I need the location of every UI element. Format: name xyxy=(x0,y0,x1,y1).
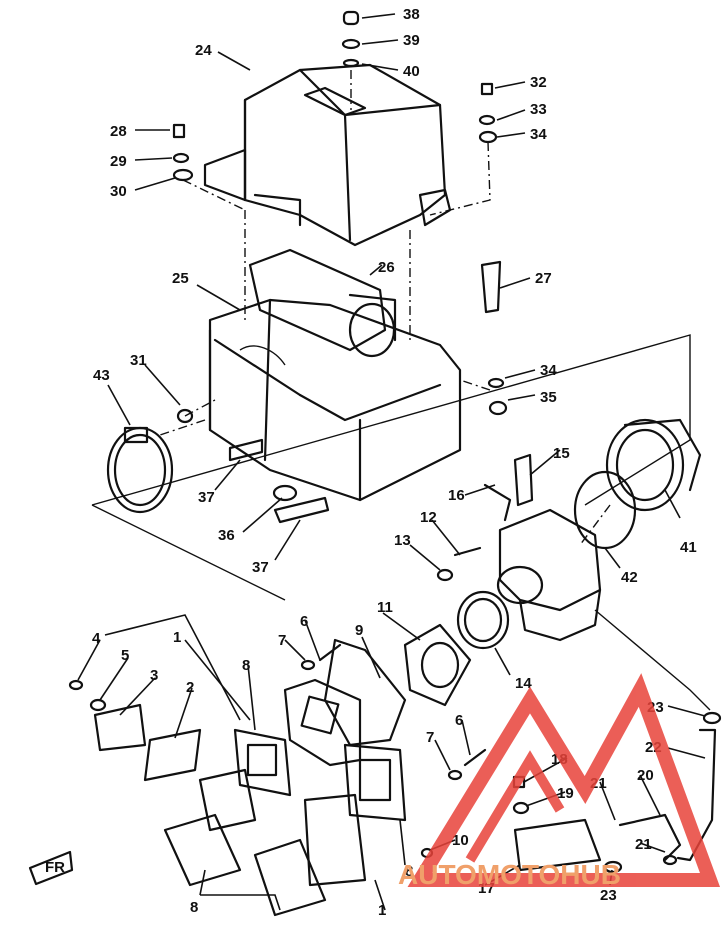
reed-valves xyxy=(68,679,407,917)
callout-1-top: 1 xyxy=(173,629,181,646)
callout-29: 29 xyxy=(110,153,127,170)
callout-2: 2 xyxy=(186,679,194,696)
valve-and-hoses xyxy=(512,711,722,874)
callout-21-bottom: 21 xyxy=(635,836,652,853)
callout-6-top: 6 xyxy=(300,613,308,630)
callout-28: 28 xyxy=(110,123,127,140)
callout-8-top: 8 xyxy=(242,657,250,674)
callout-4: 4 xyxy=(92,630,101,647)
callout-25: 25 xyxy=(172,270,189,287)
callout-5: 5 xyxy=(121,647,129,664)
clamp-ring xyxy=(106,426,174,514)
callout-31: 31 xyxy=(130,352,147,369)
callout-27: 27 xyxy=(535,270,552,287)
airbox-cover xyxy=(203,63,452,247)
callout-43: 43 xyxy=(93,367,110,384)
callout-38: 38 xyxy=(403,6,420,23)
filter-pin xyxy=(480,260,502,314)
front-mark: FR xyxy=(45,859,65,876)
callout-12: 12 xyxy=(420,509,437,526)
callout-11: 11 xyxy=(377,599,393,616)
manifold-bolts xyxy=(300,643,487,859)
callout-37-a: 37 xyxy=(198,489,215,506)
callout-30: 30 xyxy=(110,183,127,200)
callout-9: 9 xyxy=(355,622,363,639)
callout-40: 40 xyxy=(403,63,420,80)
assembly-lines xyxy=(91,70,691,601)
callout-3: 3 xyxy=(150,667,158,684)
callout-26: 26 xyxy=(378,259,395,276)
front-arrow-icon xyxy=(28,850,74,886)
callout-34-top: 34 xyxy=(530,126,547,143)
callout-15: 15 xyxy=(553,445,570,462)
callout-8-bottom-right: 8 xyxy=(405,863,413,880)
callout-13: 13 xyxy=(394,532,411,549)
callout-32: 32 xyxy=(530,74,547,91)
callout-39: 39 xyxy=(403,32,420,49)
intake-joint xyxy=(573,418,702,550)
callout-16: 16 xyxy=(448,487,465,504)
carburetor xyxy=(436,453,711,711)
airbox-case xyxy=(208,298,462,502)
filter-element xyxy=(248,248,397,358)
callout-10: 10 xyxy=(452,832,469,849)
callout-42: 42 xyxy=(621,569,638,586)
callout-35: 35 xyxy=(540,389,557,406)
manifold-assembly xyxy=(283,590,510,767)
callout-34: 34 xyxy=(540,362,557,379)
top-hardware xyxy=(172,10,508,424)
callout-7-top: 7 xyxy=(278,632,286,649)
callout-36: 36 xyxy=(218,527,235,544)
callout-14: 14 xyxy=(515,675,532,692)
callout-41: 41 xyxy=(680,539,697,556)
callout-1-bottom: 1 xyxy=(378,902,386,919)
callout-20: 20 xyxy=(637,767,654,784)
callout-33: 33 xyxy=(530,101,547,118)
callout-8-bottom-left: 8 xyxy=(190,899,198,916)
callout-37-b: 37 xyxy=(252,559,269,576)
callout-6-bottom: 6 xyxy=(455,712,463,729)
callout-19: 19 xyxy=(557,785,574,802)
watermark-logo xyxy=(407,673,721,887)
callout-23-bottom: 23 xyxy=(600,887,617,904)
lower-hardware xyxy=(228,438,330,524)
watermark-text: AUTOMOTOHUB xyxy=(398,859,621,890)
callout-7-bottom: 7 xyxy=(426,729,434,746)
callout-24: 24 xyxy=(195,42,212,59)
